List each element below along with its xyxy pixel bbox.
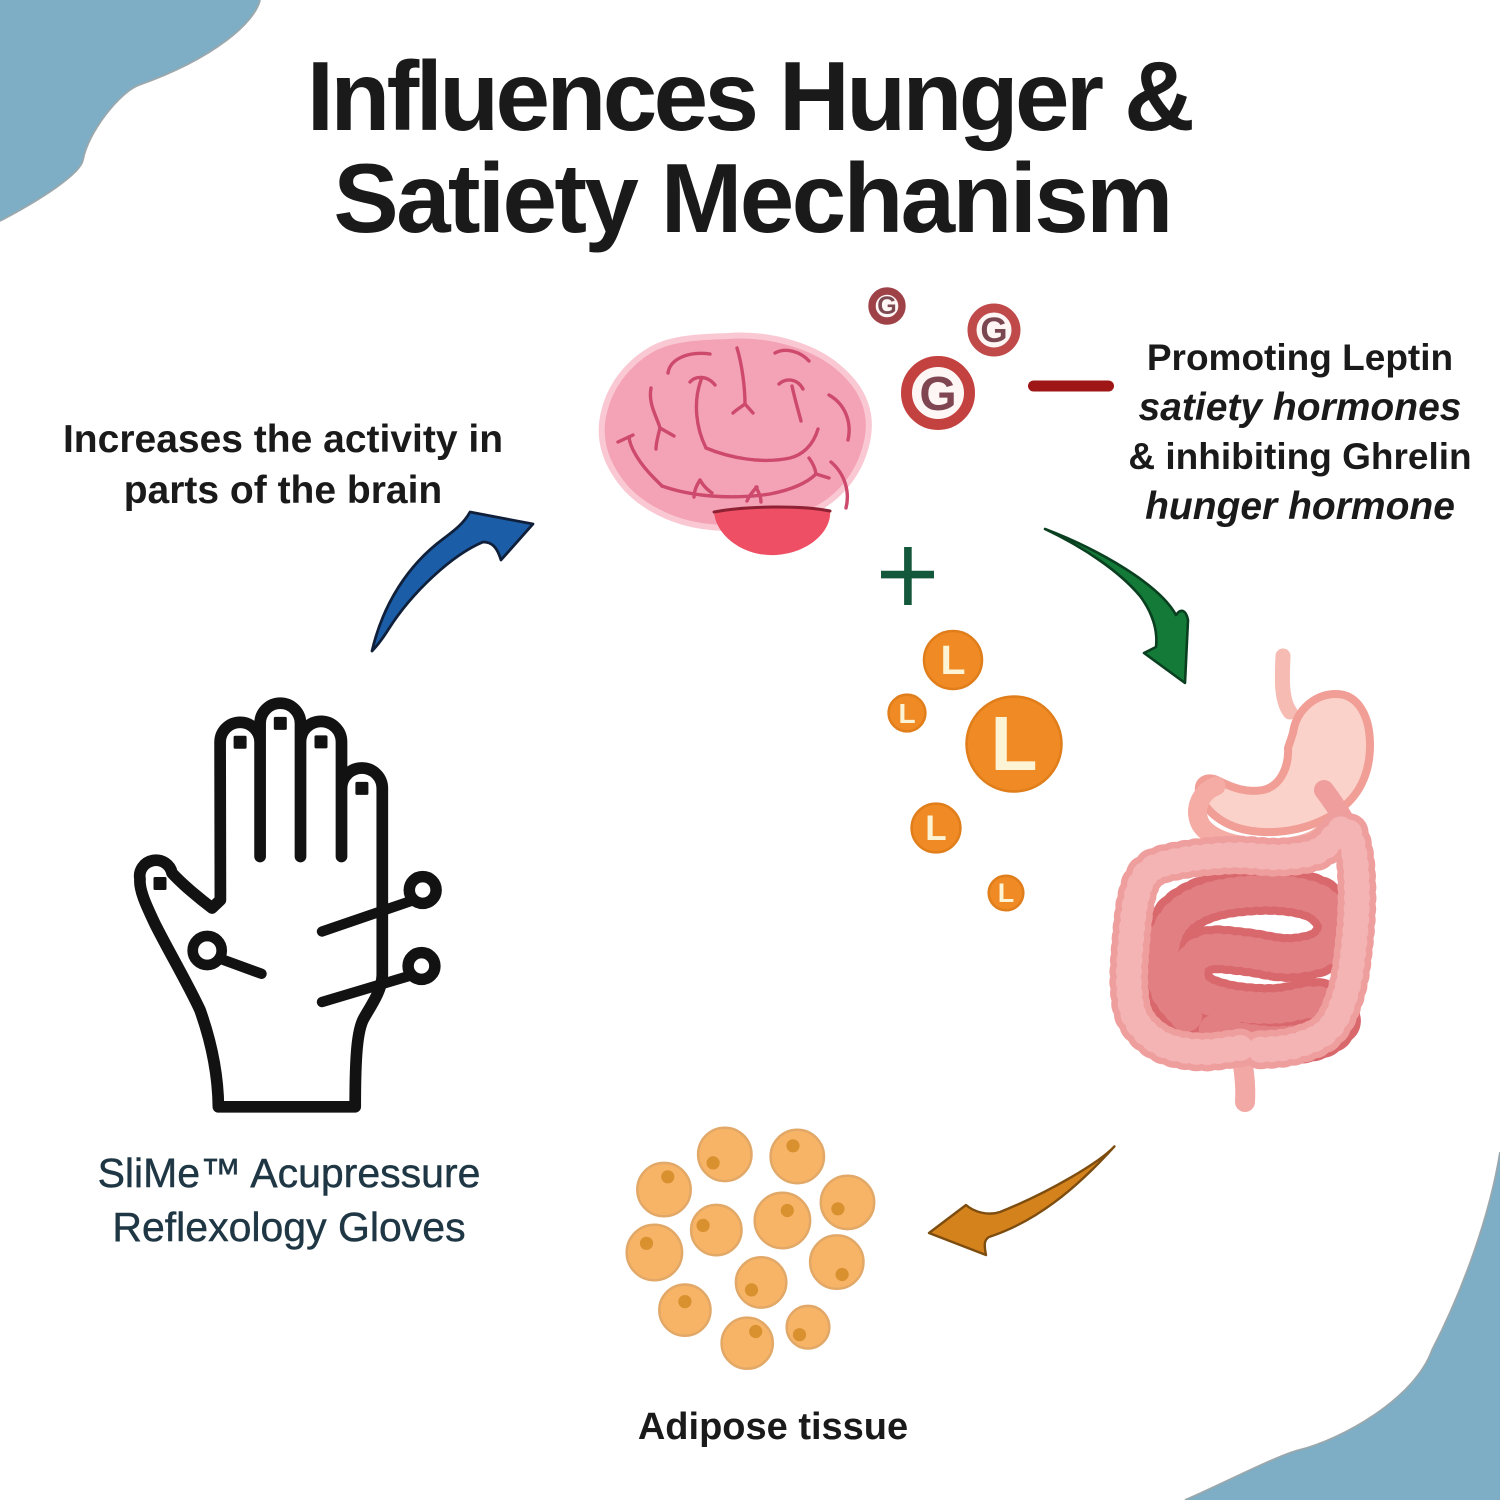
svg-text:G: G (980, 311, 1007, 350)
svg-text:L: L (998, 878, 1015, 908)
svg-text:L: L (925, 809, 946, 848)
svg-text:L: L (940, 637, 965, 683)
svg-text:L: L (990, 701, 1037, 787)
svg-text:L: L (898, 698, 915, 729)
svg-text:G: G (877, 292, 896, 320)
svg-text:G: G (919, 368, 956, 421)
